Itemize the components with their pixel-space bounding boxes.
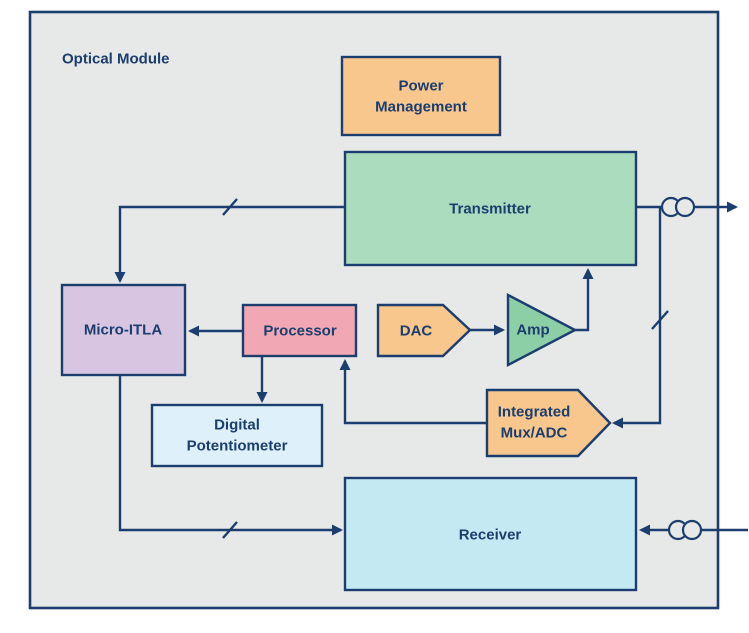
receiver-block xyxy=(343,476,638,592)
coil-circle xyxy=(674,196,696,218)
processor-label: Processor xyxy=(263,323,337,340)
bus-slash-icon xyxy=(222,521,238,539)
micro-itla-label: Micro-ITLA xyxy=(84,322,162,339)
bus-slash-icon xyxy=(651,310,669,330)
power-management-block xyxy=(340,55,502,137)
processor-block xyxy=(241,303,358,358)
wire-transmitter-tap-to-mux-adc xyxy=(612,207,662,429)
power-management-label-line1: Power xyxy=(398,78,443,95)
integrated-mux-adc-label-line1: Integrated xyxy=(498,404,571,421)
dac-label: DAC xyxy=(400,323,433,340)
micro-itla-block xyxy=(60,283,187,377)
fiber-coil-icon xyxy=(660,196,696,218)
wire-transmitter-to-micro-itla xyxy=(114,205,345,283)
transmitter-label: Transmitter xyxy=(449,201,531,218)
wire-amp-to-transmitter xyxy=(575,268,594,332)
fiber-coil-icon xyxy=(667,519,703,541)
integrated-mux-adc-label-line2: Mux/ADC xyxy=(501,425,568,442)
digital-potentiometer-label-line2: Potentiometer xyxy=(187,438,288,455)
receiver-label: Receiver xyxy=(459,527,522,544)
transmitter-block xyxy=(343,150,638,267)
amp-block xyxy=(506,293,578,367)
bus-slash-icon xyxy=(222,198,238,216)
wire-micro-itla-to-receiver xyxy=(118,375,343,536)
integrated-mux-adc-block xyxy=(485,388,612,458)
wire-mux-adc-to-processor xyxy=(339,359,487,425)
coil-circle xyxy=(681,519,703,541)
digital-potentiometer-block xyxy=(150,403,324,468)
diagram-title: Optical Module xyxy=(62,51,170,68)
power-management-label-line2: Management xyxy=(375,99,467,116)
digital-potentiometer-label-line1: Digital xyxy=(214,417,260,434)
amp-label: Amp xyxy=(516,322,549,339)
dac-block xyxy=(376,303,472,358)
